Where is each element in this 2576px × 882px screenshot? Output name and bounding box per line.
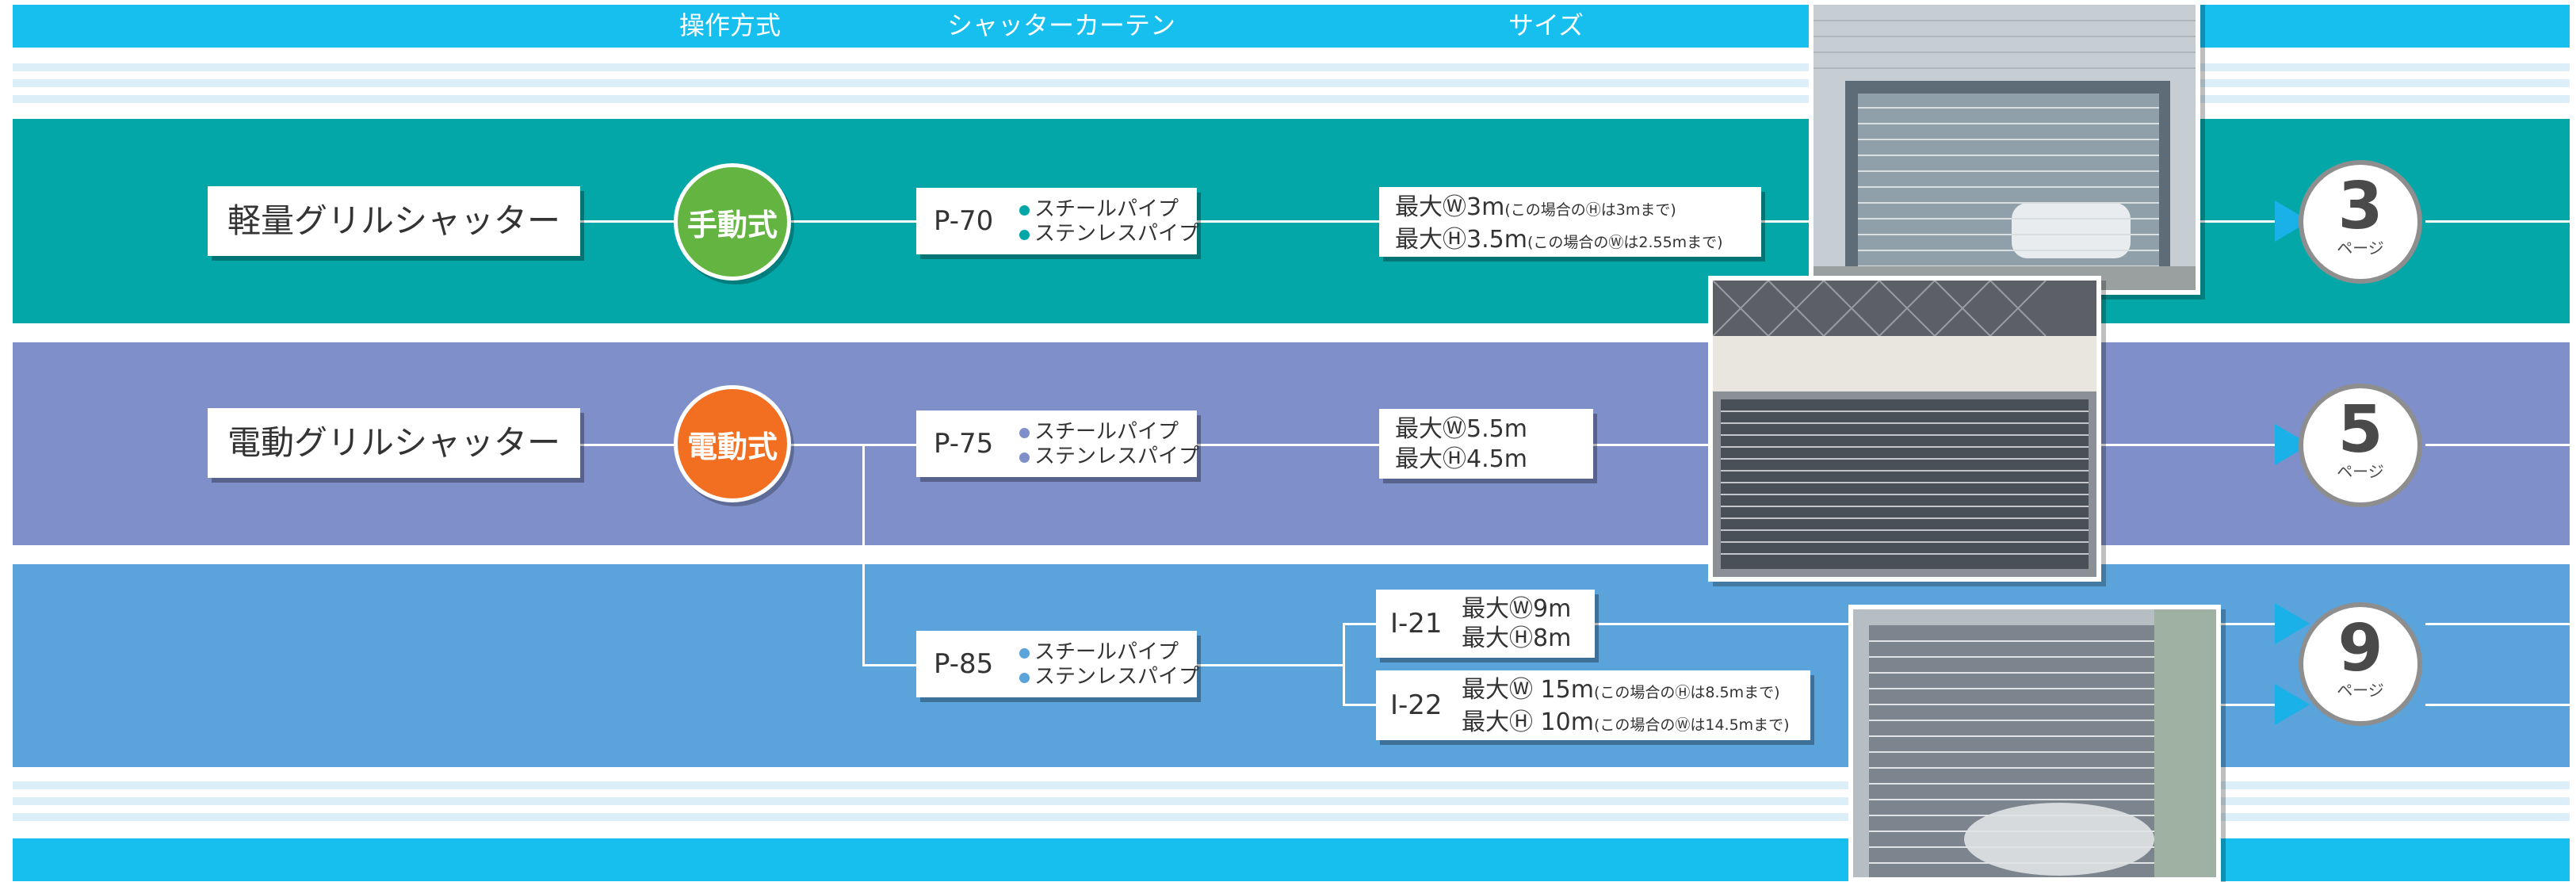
size-box-i22: I-22 最大Ⓦ 15m(この場合のⒽは8.5mまで) 最大Ⓗ 10m(この場合…	[1376, 670, 1810, 740]
connector-line	[1343, 623, 1345, 705]
lobby-photo-image	[1853, 609, 2216, 877]
material-item: ステンレスパイプ	[1019, 445, 1199, 469]
connector-line	[2425, 704, 2570, 706]
bullet-dot-icon	[1019, 428, 1030, 438]
garage-photo-image	[1814, 5, 2196, 290]
connector-line	[1197, 444, 1379, 446]
photo-lobby-grille	[1848, 605, 2221, 882]
material-list: スチールパイプ ステンレスパイプ	[1019, 197, 1199, 246]
size-line: 最大Ⓦ3m(この場合のⒽは3mまで)	[1395, 193, 1676, 221]
curtain-code: P-70	[934, 205, 994, 237]
size-line: 最大Ⓗ4.5m	[1395, 445, 1527, 473]
bullet-dot-icon	[1019, 452, 1030, 463]
product-name-light-grille: 軽量グリルシャッター	[208, 186, 580, 256]
material-item: ステンレスパイプ	[1019, 665, 1199, 689]
decor-stripe	[13, 79, 2570, 87]
connector-line	[1343, 623, 1376, 625]
decor-stripe	[13, 63, 2570, 71]
connector-line	[1197, 664, 1343, 666]
connector-line	[580, 444, 675, 446]
page-link-3[interactable]: 3 ページ	[2299, 160, 2422, 284]
decor-stripe	[13, 813, 2570, 821]
header-size-label: サイズ	[1508, 10, 1584, 40]
decor-stripe	[13, 95, 2570, 103]
size-line: 最大Ⓦ9m	[1462, 595, 1572, 623]
operation-manual-badge: 手動式	[674, 163, 791, 281]
page-number: 3	[2337, 169, 2383, 244]
connector-line	[2425, 444, 2570, 446]
material-item: ステンレスパイプ	[1019, 222, 1199, 246]
page-label: ページ	[2337, 239, 2384, 258]
bullet-dot-icon	[1019, 230, 1030, 240]
decor-stripe	[13, 797, 2570, 805]
connector-line	[1593, 444, 1708, 446]
page-number: 9	[2337, 611, 2383, 686]
connector-line	[791, 444, 916, 446]
page-link-9[interactable]: 9 ページ	[2299, 602, 2422, 726]
size-box-i21: I-21 最大Ⓦ9m 最大Ⓗ8m	[1376, 590, 1595, 658]
page-label: ページ	[2337, 681, 2384, 700]
curtain-box-p75: P-75 スチールパイプ ステンレスパイプ	[916, 410, 1199, 477]
connector-line	[1197, 220, 1379, 223]
operation-label: 電動式	[686, 429, 778, 464]
page-link-5[interactable]: 5 ページ	[2299, 384, 2422, 507]
variant-size-list: 最大Ⓦ 15m(この場合のⒽは8.5mまで) 最大Ⓗ 10m(この場合のⓌは14…	[1462, 675, 1790, 740]
connector-line	[862, 664, 916, 666]
curtain-code: P-85	[934, 648, 994, 680]
connector-line	[2207, 704, 2299, 706]
size-line: 最大Ⓦ5.5m	[1395, 415, 1527, 443]
curtain-code: P-75	[934, 428, 994, 460]
photo-garage-grille	[1809, 0, 2200, 295]
connector-line	[1343, 704, 1376, 706]
product-name-electric-grille: 電動グリルシャッター	[208, 408, 580, 478]
bullet-dot-icon	[1019, 648, 1030, 659]
material-item: スチールパイプ	[1019, 640, 1199, 665]
header-operation-label: 操作方式	[679, 10, 782, 40]
page-label: ページ	[2337, 462, 2384, 481]
connector-line	[2425, 623, 2570, 625]
material-item: スチールパイプ	[1019, 197, 1199, 222]
connector-line	[580, 220, 675, 223]
size-box-row2: 最大Ⓦ5.5m 最大Ⓗ4.5m	[1379, 409, 1593, 479]
connector-line	[2196, 220, 2299, 223]
connector-line	[2425, 220, 2570, 223]
size-line: 最大Ⓗ 10m(この場合のⓌは14.5mまで)	[1462, 708, 1790, 736]
connector-line	[2100, 444, 2299, 446]
material-item: スチールパイプ	[1019, 420, 1199, 445]
header-curtain-label: シャッターカーテン	[947, 10, 1176, 40]
curtain-box-p70: P-70 スチールパイプ ステンレスパイプ	[916, 188, 1199, 254]
decor-stripe	[13, 781, 2570, 789]
photo-storefront-grille	[1708, 276, 2101, 582]
connector-line	[1761, 220, 1825, 223]
variant-code: I-22	[1390, 689, 1443, 721]
connector-line	[2207, 623, 2299, 625]
size-line: 最大Ⓦ 15m(この場合のⒽは8.5mまで)	[1462, 676, 1780, 704]
variant-size-list: 最大Ⓦ9m 最大Ⓗ8m	[1462, 594, 1571, 653]
connector-line	[862, 444, 865, 666]
connector-line	[1595, 623, 1852, 625]
size-line: 最大Ⓗ3.5m(この場合のⓌは2.55mまで)	[1395, 226, 1723, 254]
operation-electric-badge: 電動式	[674, 385, 791, 502]
bullet-dot-icon	[1019, 205, 1030, 216]
material-list: スチールパイプ ステンレスパイプ	[1019, 640, 1199, 689]
size-line: 最大Ⓗ8m	[1462, 624, 1572, 652]
size-box-row1: 最大Ⓦ3m(この場合のⒽは3mまで) 最大Ⓗ3.5m(この場合のⓌは2.55mま…	[1379, 187, 1761, 257]
curtain-box-p85: P-85 スチールパイプ ステンレスパイプ	[916, 631, 1199, 697]
operation-label: 手動式	[686, 207, 778, 242]
storefront-photo-image	[1713, 281, 2096, 577]
bullet-dot-icon	[1019, 673, 1030, 683]
variant-code: I-21	[1390, 608, 1443, 640]
material-list: スチールパイプ ステンレスパイプ	[1019, 420, 1199, 469]
page-number: 5	[2337, 392, 2383, 468]
connector-line	[791, 220, 916, 223]
